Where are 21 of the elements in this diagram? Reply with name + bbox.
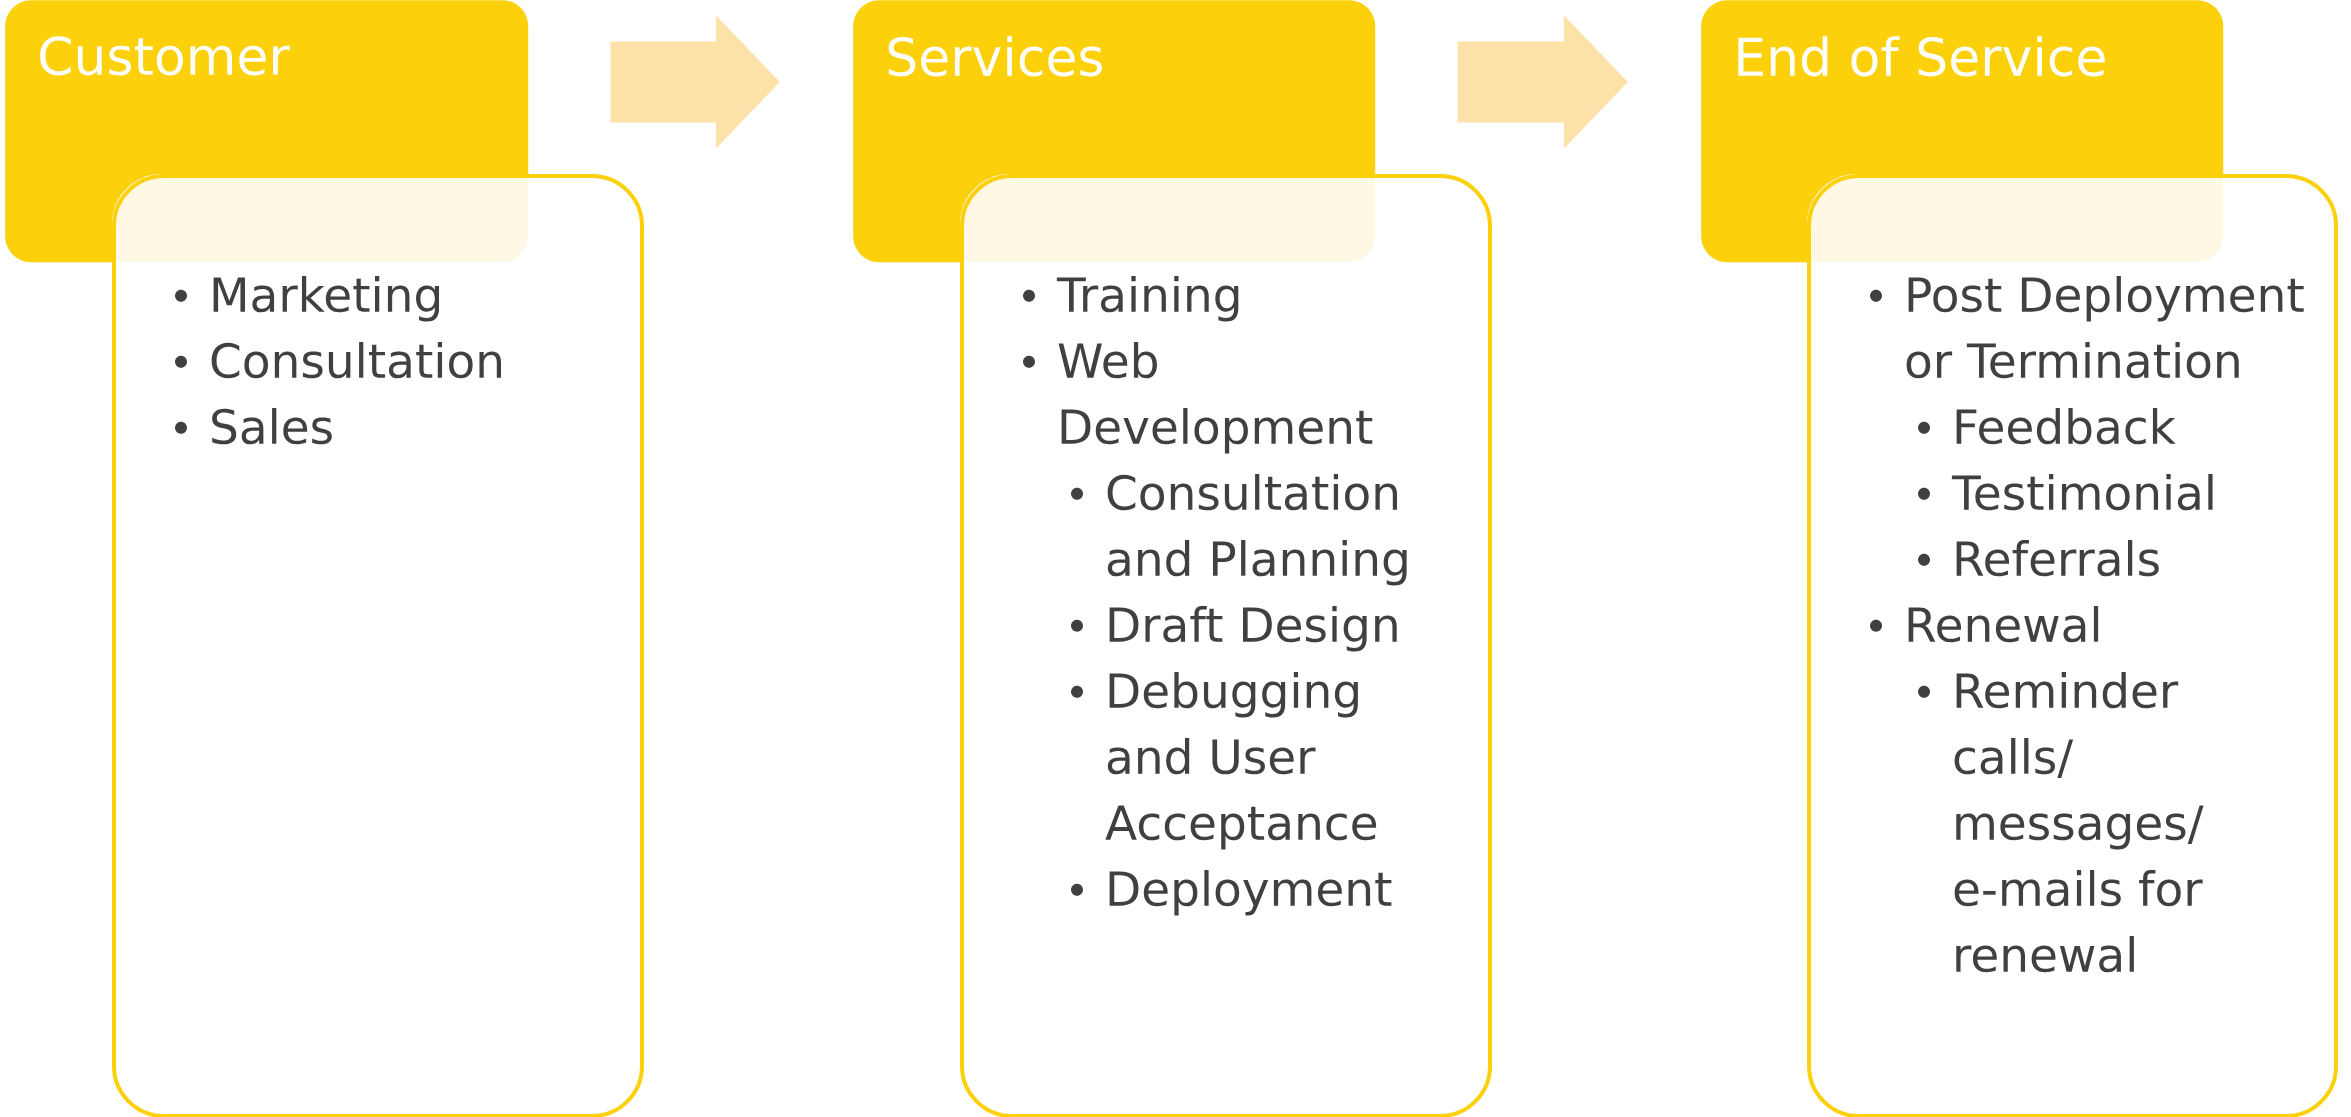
list-item: Marketing — [175, 276, 439, 322]
list-item: Referrals — [1918, 540, 2159, 577]
list-item: Deployment — [1071, 870, 1392, 916]
list-item: Post Deployment or Termination — [1870, 276, 2304, 379]
header-title: End of Service — [1738, 36, 2105, 77]
list-item: Training — [1023, 276, 1239, 322]
list-item: Web Development — [1023, 342, 1373, 454]
list-item: Feedback — [1918, 408, 2176, 445]
list-item: Consultation — [175, 342, 501, 379]
list-item: Reminder calls/ messages/ e-mails for renewal — [1918, 672, 2204, 973]
list-item: Consultation and Planning — [1071, 474, 1407, 586]
list-item: Renewal — [1870, 606, 2099, 643]
list-item: Debugging and User Acceptance — [1071, 672, 1377, 850]
list-box — [960, 174, 1492, 1117]
header-title: Customer — [40, 36, 290, 76]
list-item: Sales — [175, 408, 332, 445]
list-item: Draft Design — [1071, 606, 1397, 652]
list-item: Testimonial — [1918, 474, 2213, 511]
header-title: Services — [888, 36, 1102, 77]
list-box — [112, 174, 644, 1117]
list-box — [1807, 174, 2338, 1117]
